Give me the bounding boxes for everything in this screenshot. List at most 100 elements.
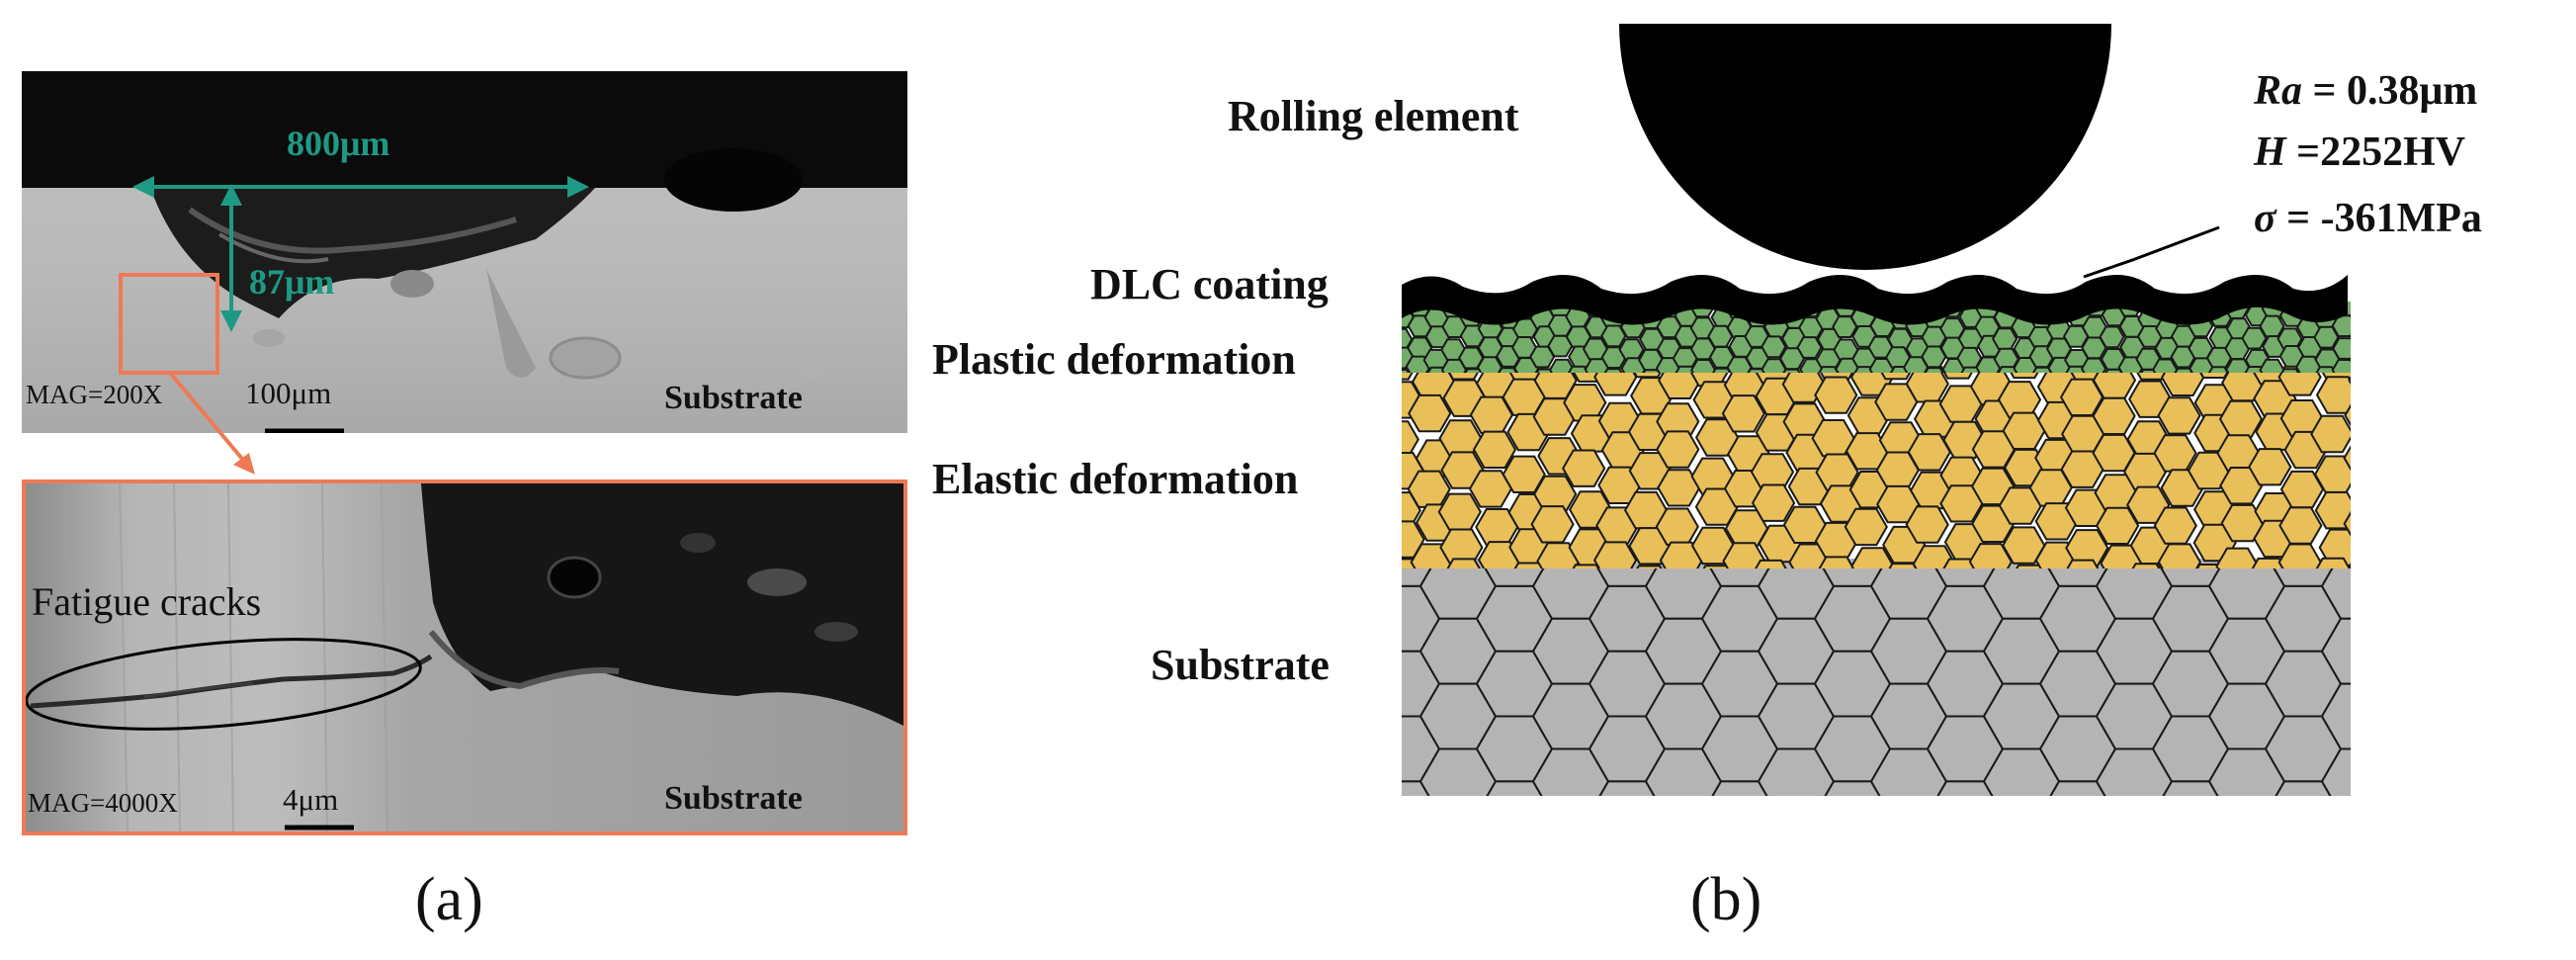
elastic-grain [1592, 541, 1638, 568]
sem-image-bottom: Fatigue cracks MAG=4000X 4μm Substrate [22, 480, 907, 835]
sem-top-features [119, 148, 832, 433]
plastic-grain [1674, 365, 1697, 373]
elastic-grain [2220, 503, 2265, 543]
plastic-grain [1461, 265, 1485, 286]
plastic-grain [1476, 356, 1503, 373]
elastic-deformation-label: Elastic deformation [932, 455, 1299, 503]
plastic-grain [1924, 367, 1944, 373]
elastic-grain [2034, 502, 2079, 541]
elastic-grain [1722, 542, 1766, 568]
sem-bottom-features [26, 483, 903, 831]
residual-stress-property: σ = -361MPa [2254, 196, 2482, 241]
caption-a: (a) [415, 866, 483, 933]
plastic-deformation-label: Plastic deformation [932, 335, 1296, 384]
elastic-grain [2157, 396, 2201, 435]
fatigue-cracks-label: Fatigue cracks [32, 579, 262, 624]
elastic-grain [2348, 562, 2351, 568]
hardness-property: H =2252HV [2254, 130, 2466, 175]
elastic-grain [2278, 506, 2323, 545]
elastic-grain [1907, 433, 1951, 472]
elastic-grain [1656, 430, 1700, 469]
plastic-grain [1547, 334, 1574, 358]
scale-label-bottom: 4μm [283, 782, 339, 817]
elastic-grain [1942, 558, 1977, 568]
plastic-grain [1496, 267, 1519, 288]
plastic-grain [2315, 366, 2337, 373]
elastic-grain [2066, 559, 2100, 568]
elastic-grain [2344, 403, 2351, 427]
plastic-grain [2315, 265, 2339, 286]
plastic-grain [1618, 338, 1645, 361]
elastic-grain [2160, 366, 2205, 396]
plastic-grain [2065, 365, 2087, 373]
elastic-grain [2251, 557, 2286, 568]
elastic-grain [1562, 449, 1606, 487]
elastic-grain [2153, 434, 2197, 473]
mag-label-bottom: MAG=4000X [28, 788, 178, 818]
elastic-grain [2218, 399, 2264, 439]
substrate-grains [1402, 559, 2351, 879]
plastic-grain [1780, 265, 1804, 286]
plastic-grain [2099, 325, 2125, 349]
plastic-grain [1818, 366, 1840, 373]
plastic-grain [2152, 358, 2179, 373]
plastic-grain [2173, 266, 2196, 287]
elastic-grain [2153, 506, 2197, 545]
substrate-grain [2320, 682, 2351, 750]
elastic-grain [1721, 394, 1766, 433]
elastic-grain [1912, 545, 1956, 568]
elastic-grain [2092, 396, 2136, 435]
plastic-grain [1498, 367, 1518, 373]
elastic-grain [1408, 393, 1452, 433]
plastic-grain [1604, 266, 1628, 287]
substrate-grain [2209, 814, 2284, 879]
elastic-grain [1751, 483, 1796, 522]
elastic-grain [1532, 397, 1577, 436]
plastic-grain [2080, 357, 2107, 373]
substrate-label-top: Substrate [664, 380, 803, 416]
plastic-grain [1726, 356, 1753, 373]
elastic-grain [2279, 470, 2325, 509]
elastic-grain [2248, 448, 2292, 486]
elastic-grain [1814, 376, 1858, 414]
elastic-grain [2314, 491, 2351, 530]
plastic-grain [1760, 335, 1787, 359]
substrate-grain [1984, 814, 2059, 879]
elastic-grain [2002, 526, 2046, 565]
elastic-grain [1690, 526, 1736, 566]
plastic-grain [1548, 358, 1576, 373]
elastic-grain [2343, 510, 2351, 537]
elastic-grain [1905, 505, 1949, 544]
plastic-grain [1922, 265, 1945, 286]
substrate-grain [1533, 814, 1608, 879]
plastic-grain [2280, 368, 2300, 373]
plastic-grain [2332, 337, 2351, 360]
substrate-grain [1871, 814, 1946, 879]
elastic-grain [1437, 492, 1482, 531]
plastic-grain [1402, 368, 1411, 373]
elastic-grain [2277, 366, 2322, 396]
elastic-grain [1655, 507, 1699, 546]
elastic-grain [2315, 557, 2351, 568]
substrate-grain [1759, 814, 1834, 879]
plastic-grain [1796, 336, 1823, 359]
property-leader-line [2083, 225, 2220, 279]
elastic-grain [1530, 505, 1575, 544]
plastic-grain [2244, 366, 2266, 373]
plastic-grain [1832, 315, 1858, 338]
substrate-grain [2097, 814, 2172, 879]
elastic-grain [1407, 470, 1451, 508]
elastic-grain [2310, 414, 2351, 454]
elastic-grain [2348, 326, 2389, 362]
elastic-grain [2348, 375, 2351, 386]
roughness-property: Ra = 0.38μm [2254, 68, 2478, 114]
elastic-grain [1468, 470, 1513, 508]
plastic-grain [1690, 359, 1717, 373]
plastic-grain [1745, 267, 1768, 288]
plastic-grain [2029, 267, 2053, 288]
elastic-grain [1446, 558, 1481, 568]
elastic-grain [2318, 528, 2351, 567]
elastic-grain [2343, 445, 2351, 472]
elastic-grain [2349, 576, 2390, 612]
